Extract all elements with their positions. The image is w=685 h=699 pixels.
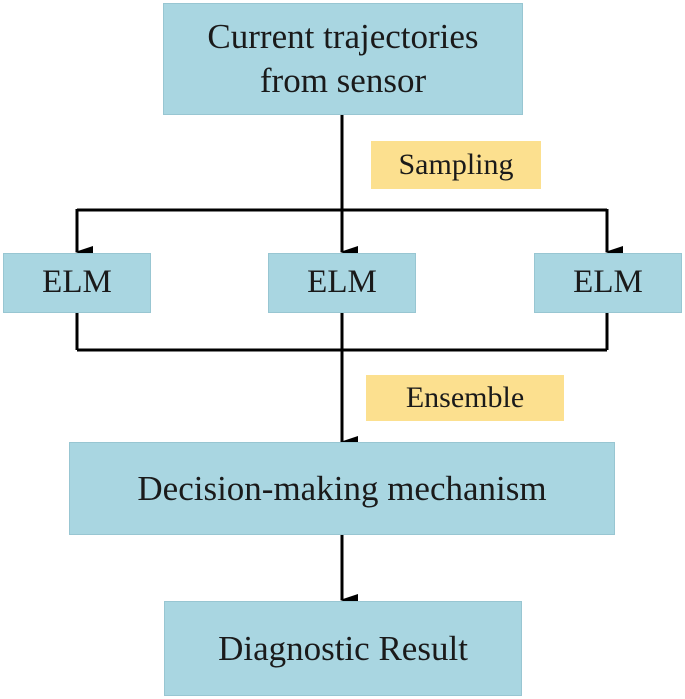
source-node-line-2: from sensor [259, 61, 427, 100]
elm-node-right: ELM [534, 253, 682, 313]
ensemble-label: Ensemble [366, 375, 564, 421]
ensemble-label-text: Ensemble [405, 381, 525, 414]
sampling-label: Sampling [371, 141, 541, 189]
sampling-label-text: Sampling [398, 148, 514, 181]
elm-node-middle-label: ELM [307, 264, 377, 301]
result-node: Diagnostic Result [164, 601, 522, 696]
decision-node: Decision-making mechanism [69, 442, 615, 535]
source-node: Current trajectories from sensor [163, 3, 523, 115]
elm-node-middle: ELM [268, 253, 416, 313]
elm-node-right-label: ELM [573, 264, 643, 301]
result-node-label: Diagnostic Result [218, 628, 468, 668]
decision-node-label: Decision-making mechanism [137, 468, 547, 508]
source-node-line-1: Current trajectories [207, 17, 479, 57]
elm-node-left: ELM [3, 253, 151, 313]
elm-node-left-label: ELM [42, 264, 112, 301]
